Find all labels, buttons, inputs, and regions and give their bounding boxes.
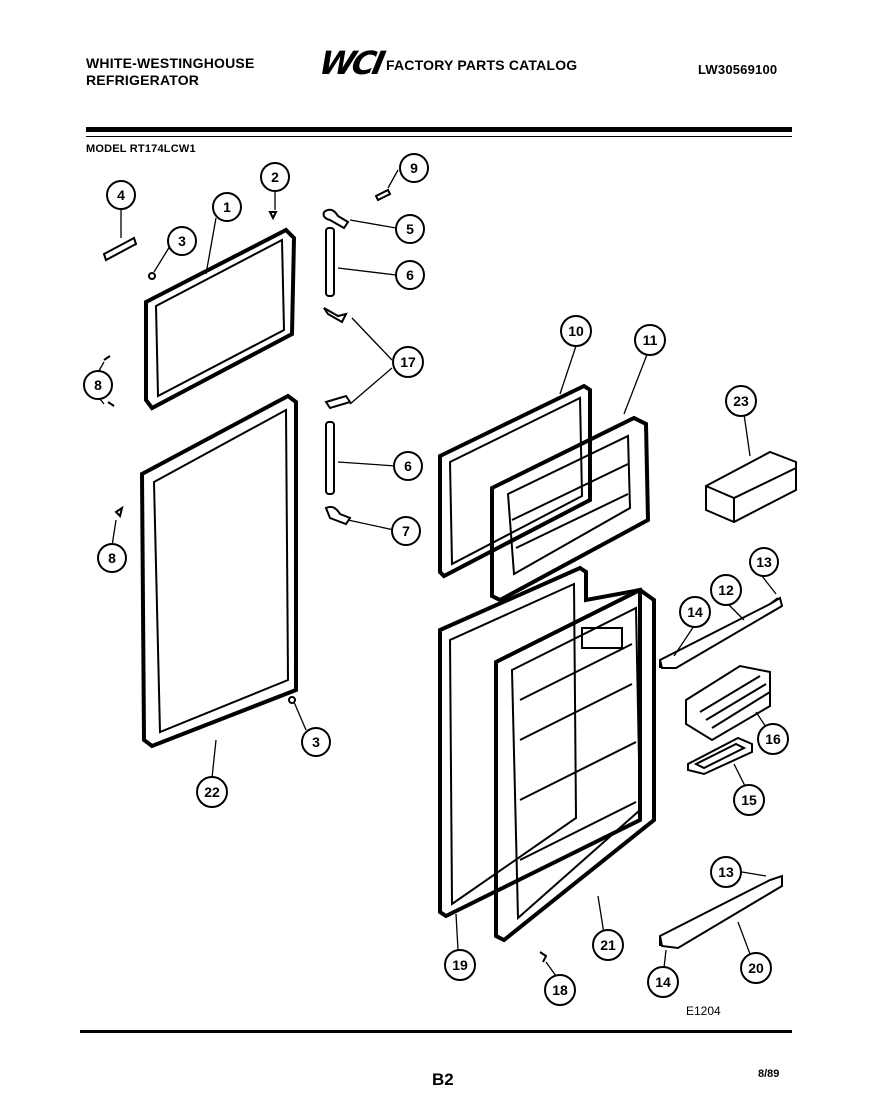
- callout-11: 11: [634, 324, 666, 356]
- part-screws: [103, 188, 548, 963]
- part-door-shelf-upper: [658, 596, 784, 669]
- part-egg-tray: [687, 736, 753, 776]
- svg-text:13: 13: [756, 554, 772, 570]
- svg-text:10: 10: [568, 323, 584, 339]
- part-dairy-door: [685, 664, 771, 742]
- svg-text:4: 4: [117, 187, 125, 203]
- callout-1: 1: [212, 192, 242, 222]
- brand-name: WHITE-WESTINGHOUSE REFRIGERATOR: [86, 55, 254, 89]
- model-number: MODEL RT174LCW1: [86, 143, 196, 155]
- callout-6b: 6: [393, 451, 423, 481]
- catalog-date: 8/89: [758, 1068, 780, 1080]
- callout-14: 14: [679, 596, 711, 628]
- svg-text:17: 17: [400, 354, 416, 370]
- callout-20: 20: [740, 952, 772, 984]
- svg-text:15: 15: [741, 792, 757, 808]
- svg-text:1: 1: [223, 199, 231, 215]
- callout-16: 16: [757, 723, 789, 755]
- callout-13b: 13: [710, 856, 742, 888]
- svg-text:19: 19: [452, 957, 468, 973]
- callout-19: 19: [444, 949, 476, 981]
- callout-10: 10: [560, 315, 592, 347]
- svg-text:6: 6: [404, 458, 412, 474]
- part-fresh-food-door-liner: [494, 587, 656, 943]
- catalog-title: FACTORY PARTS CATALOG: [386, 57, 578, 73]
- svg-text:13: 13: [718, 864, 734, 880]
- svg-text:14: 14: [655, 974, 671, 990]
- svg-text:7: 7: [402, 523, 410, 539]
- svg-text:12: 12: [718, 582, 734, 598]
- svg-text:11: 11: [643, 332, 658, 348]
- callout-22: 22: [196, 776, 228, 808]
- svg-text:23: 23: [733, 393, 749, 409]
- svg-text:14: 14: [687, 604, 703, 620]
- part-hinges: [322, 208, 352, 526]
- callout-17: 17: [392, 346, 424, 378]
- part-butter-bin: [705, 450, 797, 524]
- callout-8b: 8: [97, 543, 127, 573]
- callout-12: 12: [710, 574, 742, 606]
- document-number: LW30569100: [698, 62, 778, 77]
- part-freezer-gasket: [144, 227, 297, 411]
- callout-8: 8: [83, 370, 113, 400]
- callout-23: 23: [725, 385, 757, 417]
- svg-text:18: 18: [552, 982, 568, 998]
- svg-text:3: 3: [312, 734, 320, 750]
- leader-lines: [95, 169, 777, 977]
- callout-6: 6: [395, 260, 425, 290]
- callout-18: 18: [544, 974, 576, 1006]
- svg-text:21: 21: [600, 937, 616, 953]
- callout-2: 2: [260, 162, 290, 192]
- header-rule: [86, 127, 792, 132]
- part-door-shelf-lower: [658, 874, 783, 950]
- svg-text:22: 22: [204, 784, 220, 800]
- page-number: B2: [432, 1070, 454, 1089]
- callout-14b: 14: [647, 966, 679, 998]
- svg-text:8: 8: [94, 377, 102, 393]
- svg-text:8: 8: [108, 550, 116, 566]
- part-handle-trim: [102, 236, 138, 262]
- svg-text:16: 16: [765, 731, 781, 747]
- callout-3b: 3: [301, 727, 331, 757]
- svg-text:6: 6: [406, 267, 414, 283]
- callout-3: 3: [167, 226, 197, 256]
- callout-4: 4: [106, 180, 136, 210]
- header-rule-thin: [86, 136, 792, 137]
- brand-line-1: WHITE-WESTINGHOUSE: [86, 55, 255, 71]
- callout-15: 15: [733, 784, 765, 816]
- figure-code: E1204: [686, 1004, 721, 1018]
- brand-line-2: REFRIGERATOR: [86, 72, 200, 88]
- part-freezer-door-liner: [490, 415, 651, 603]
- svg-text:2: 2: [271, 169, 279, 185]
- callout-9: 9: [399, 153, 429, 183]
- svg-text:20: 20: [748, 960, 764, 976]
- callout-7: 7: [391, 516, 421, 546]
- svg-text:3: 3: [178, 233, 186, 249]
- part-fresh-food-gasket: [139, 393, 298, 749]
- callout-5: 5: [395, 214, 425, 244]
- callout-13: 13: [749, 547, 779, 577]
- svg-text:9: 9: [410, 160, 418, 176]
- callout-21: 21: [592, 929, 624, 961]
- svg-text:5: 5: [406, 221, 414, 237]
- part-freezer-door-gasket: [438, 383, 592, 579]
- footer-rule: [80, 1030, 792, 1033]
